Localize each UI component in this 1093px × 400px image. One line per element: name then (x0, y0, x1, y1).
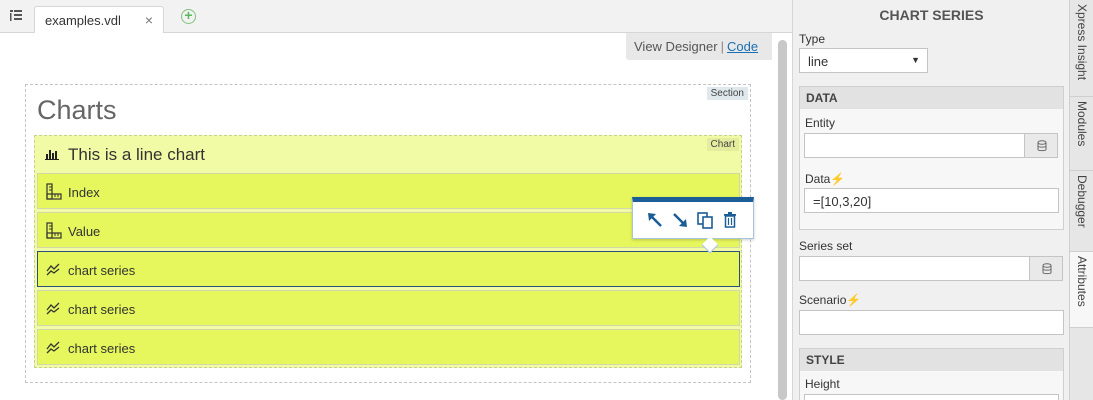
entity-picker-button[interactable] (1024, 133, 1058, 158)
ruler-icon (46, 222, 62, 239)
dropdown-arrow-icon: ▼ (911, 55, 920, 65)
data-label-text: Data (805, 172, 831, 186)
ruler-icon (46, 183, 62, 200)
editor-tab-bar: examples.vdl × + (0, 0, 792, 33)
section-block[interactable]: Section Charts Chart This is a line char… (25, 84, 751, 383)
row-label: chart series (68, 263, 136, 278)
chart-title: This is a line chart (68, 145, 205, 164)
tab-examples-vdl[interactable]: examples.vdl × (34, 6, 164, 33)
data-group-title: DATA (800, 87, 1063, 109)
add-tab-icon[interactable]: + (181, 8, 196, 24)
scenario-input[interactable] (799, 310, 1064, 335)
style-group: STYLE Height (799, 348, 1064, 400)
series-set-input[interactable] (799, 256, 1030, 281)
x-axis-row[interactable]: Index (37, 173, 740, 209)
move-down-icon[interactable] (670, 210, 690, 230)
style-group-title: STYLE (800, 349, 1063, 371)
scenario-label: Scenario⚡ (799, 293, 861, 307)
line-series-icon (46, 341, 60, 354)
move-up-icon[interactable] (645, 210, 665, 230)
data-value: =[10,3,20] (813, 194, 872, 209)
scrollbar-thumb[interactable] (778, 40, 787, 400)
file-explorer-icon[interactable] (9, 9, 23, 23)
side-tab-label: Xpress Insight (1075, 4, 1089, 81)
height-label: Height (805, 377, 840, 391)
side-tab-strip: Xpress Insight Modules Debugger Attribut… (1069, 0, 1093, 400)
type-select[interactable]: line ▼ (799, 48, 928, 73)
view-switch-separator: | (720, 39, 724, 54)
series-set-picker-button[interactable] (1029, 256, 1063, 281)
row-label: chart series (68, 302, 136, 317)
panel-title: CHART SERIES (879, 7, 984, 23)
scenario-label-text: Scenario (799, 293, 847, 307)
type-value: line (808, 54, 829, 69)
element-action-toolbar (632, 197, 754, 254)
section-tag: Section (706, 87, 748, 100)
tab-debugger[interactable]: Debugger (1070, 171, 1093, 252)
data-input[interactable]: =[10,3,20] (804, 188, 1059, 213)
lightning-icon: ⚡ (846, 293, 862, 307)
close-icon[interactable]: × (144, 12, 153, 28)
data-label: Data⚡ (805, 172, 845, 186)
bar-chart-icon (45, 150, 59, 160)
canvas-scrollbar[interactable] (778, 40, 787, 400)
type-label: Type (799, 32, 826, 46)
lightning-icon: ⚡ (830, 172, 846, 186)
tab-label: examples.vdl (45, 13, 121, 28)
chart-series-row[interactable]: chart series (37, 290, 740, 326)
view-switch: View Designer|Code (626, 33, 772, 60)
row-label: Value (68, 224, 101, 239)
side-tab-label: Attributes (1075, 256, 1089, 307)
chart-series-row-selected[interactable]: chart series (37, 251, 740, 287)
tab-attributes[interactable]: Attributes (1070, 252, 1093, 328)
line-series-icon (46, 302, 60, 315)
tab-modules[interactable]: Modules (1070, 97, 1093, 171)
series-set-label: Series set (799, 239, 853, 253)
side-tab-label: Debugger (1075, 175, 1089, 228)
height-input[interactable] (804, 394, 1059, 400)
chart-series-row[interactable]: chart series (37, 329, 740, 365)
chart-block[interactable]: Chart This is a line chart Index (34, 135, 742, 368)
view-designer-link[interactable]: View Designer (634, 39, 718, 54)
side-tab-label: Modules (1075, 101, 1089, 147)
delete-icon[interactable] (720, 210, 740, 230)
copy-icon[interactable] (695, 210, 715, 230)
tab-xpress-insight[interactable]: Xpress Insight (1070, 0, 1093, 97)
entity-label: Entity (805, 116, 836, 130)
chart-tag: Chart (706, 138, 739, 151)
data-group: DATA Entity Data⚡ =[10,3,20] (799, 86, 1064, 230)
row-label: Index (68, 185, 100, 200)
database-icon (1037, 140, 1047, 152)
row-label: chart series (68, 341, 136, 356)
entity-input[interactable] (804, 133, 1025, 158)
properties-panel: CHART SERIES Type line ▼ DATA Entity Dat… (792, 0, 1069, 400)
line-series-icon (46, 263, 60, 276)
database-icon (1042, 263, 1052, 275)
y-axis-row[interactable]: Value (37, 212, 740, 248)
code-view-link[interactable]: Code (726, 39, 759, 54)
section-title: Charts (37, 95, 117, 125)
